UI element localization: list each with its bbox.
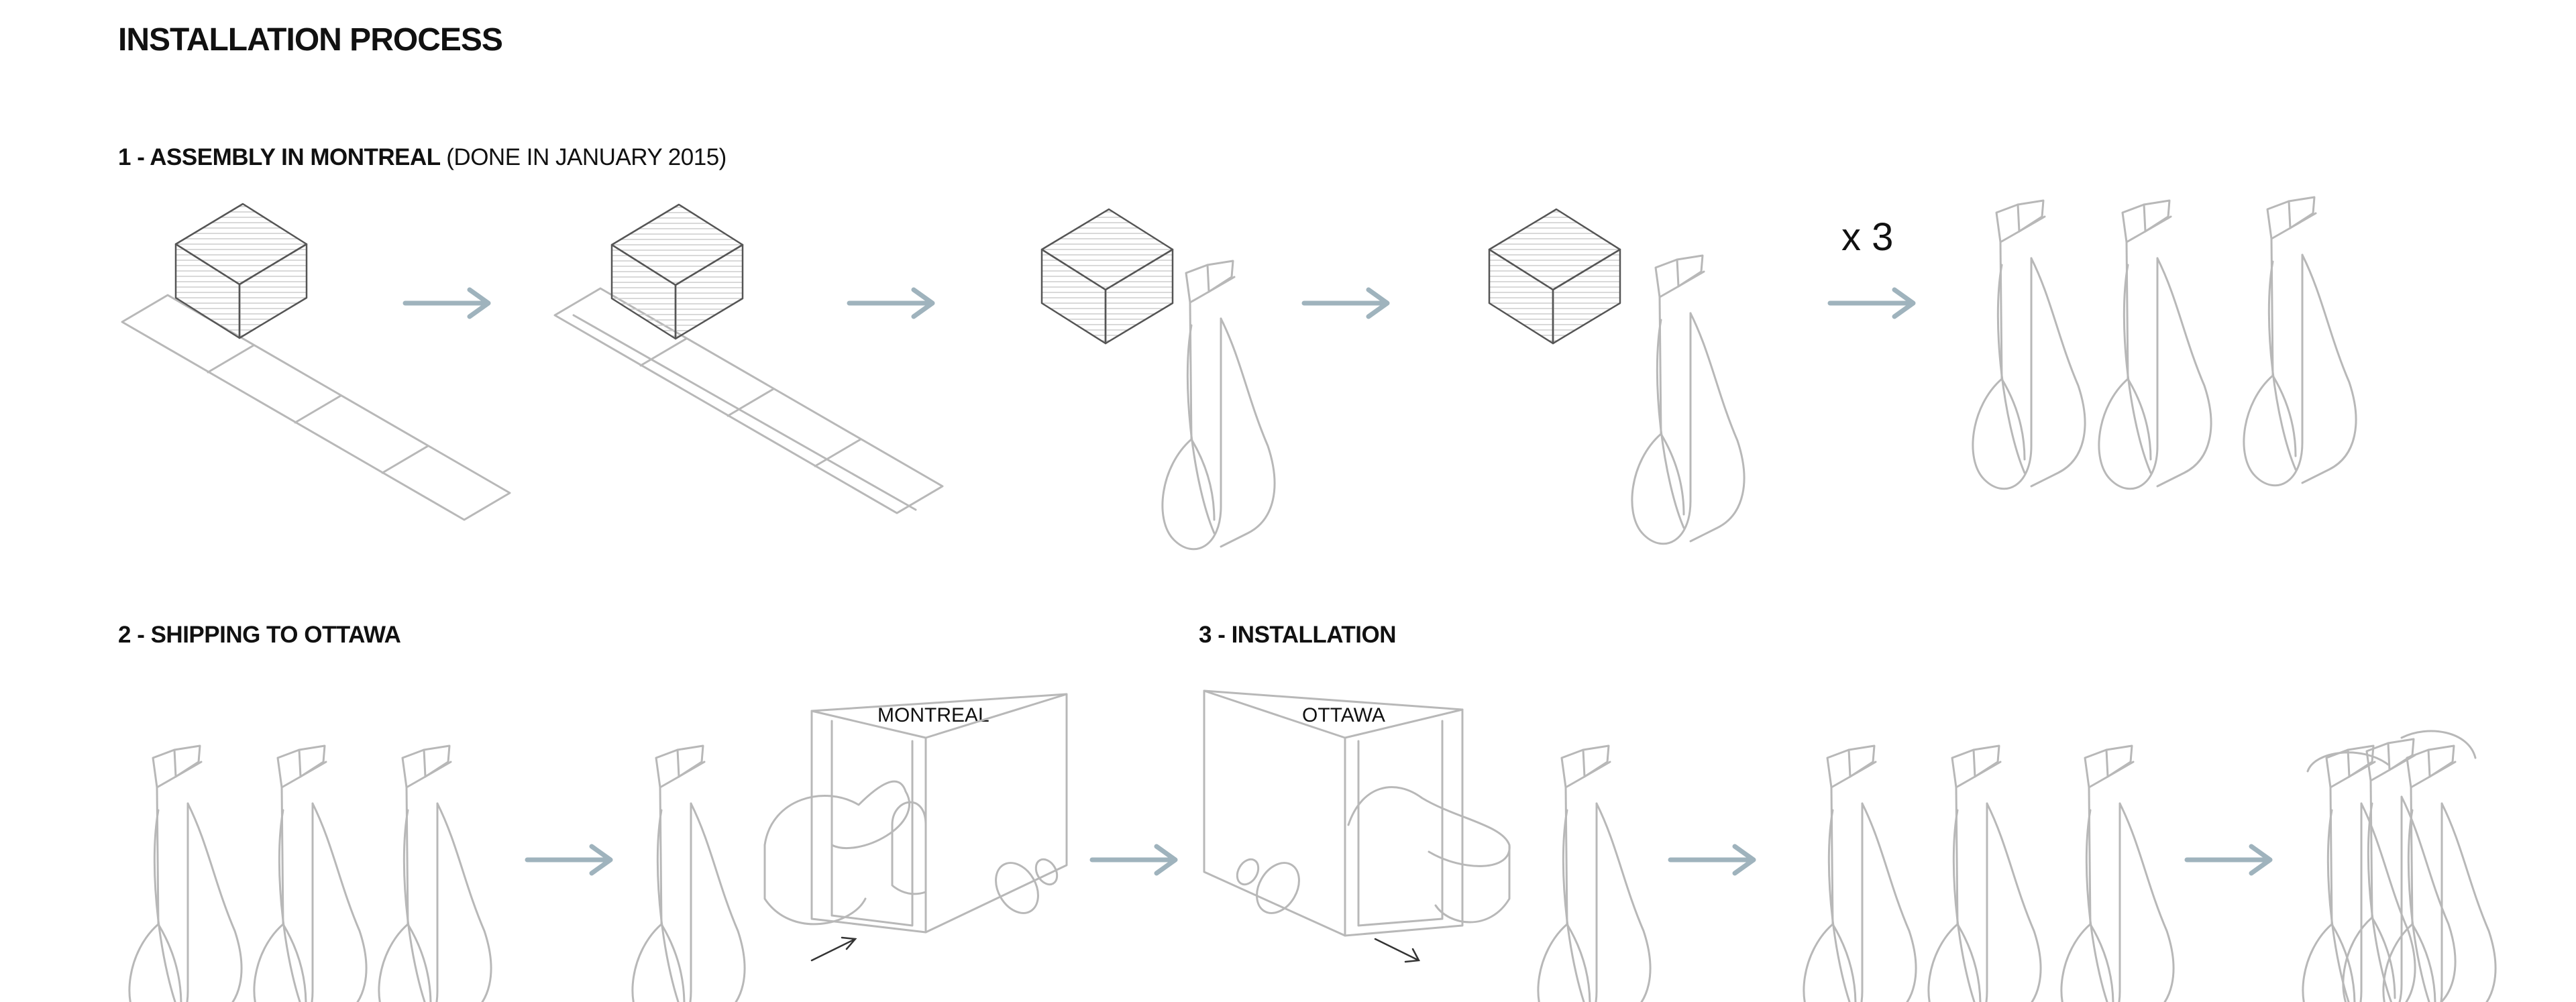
truck-origin-label: MONTREAL: [877, 704, 989, 726]
arrow-3: [1301, 287, 1390, 319]
module-unrolled-1: [1161, 260, 1276, 551]
module-copy-1: [1972, 199, 2086, 490]
arrow-1: [402, 287, 491, 319]
step-3-title: 3 - INSTALLATION: [1199, 622, 1397, 649]
install-module-unloaded: [1537, 744, 1652, 1002]
step-1-note: (DONE IN JANUARY 2015): [446, 144, 727, 170]
ship-module-2: [253, 744, 368, 1002]
step-2-label: 2 - SHIPPING TO OTTAWA: [118, 622, 401, 648]
truck-montreal: [763, 693, 1068, 962]
install-module-1: [1803, 744, 1917, 1002]
install-module-3: [2060, 744, 2175, 1002]
truck-destination-label: OTTAWA: [1302, 704, 1385, 726]
step-3-label: 3 - INSTALLATION: [1199, 622, 1397, 648]
module-assembled: [1489, 209, 1744, 544]
ship-module-1: [128, 744, 243, 1002]
install-module-2: [1927, 744, 2042, 1002]
floor-strip-1: [121, 294, 511, 521]
truck-ottawa: [1203, 689, 1511, 963]
arrow-4: [1827, 287, 1916, 319]
module-copy-3: [2243, 196, 2357, 487]
arrow-5: [525, 844, 613, 876]
module-copy-2: [2098, 199, 2212, 490]
floor-strip-2: [553, 287, 944, 514]
arrow-7: [1668, 844, 1756, 876]
step-2-shipping: [128, 693, 1178, 1002]
step-2-title: 2 - SHIPPING TO OTTAWA: [118, 622, 401, 649]
step-1-label: 1 - ASSEMBLY IN MONTREAL: [118, 144, 441, 170]
arrow-2: [847, 287, 935, 319]
box-2: [610, 203, 744, 340]
multiplier-label: x 3: [1841, 215, 1894, 259]
box-1: [174, 203, 308, 339]
step-3-installation: [1203, 689, 2497, 1002]
installed-cluster: [2302, 730, 2497, 1002]
ship-module-loading: [631, 744, 746, 1002]
step-1-assembly: [121, 196, 2357, 551]
arrow-6: [1089, 844, 1178, 876]
page-title: INSTALLATION PROCESS: [118, 22, 503, 58]
arrow-8: [2184, 844, 2273, 876]
step-1-title: 1 - ASSEMBLY IN MONTREAL (DONE IN JANUAR…: [118, 144, 727, 171]
box-3: [1040, 208, 1174, 345]
ship-module-3: [378, 744, 492, 1002]
